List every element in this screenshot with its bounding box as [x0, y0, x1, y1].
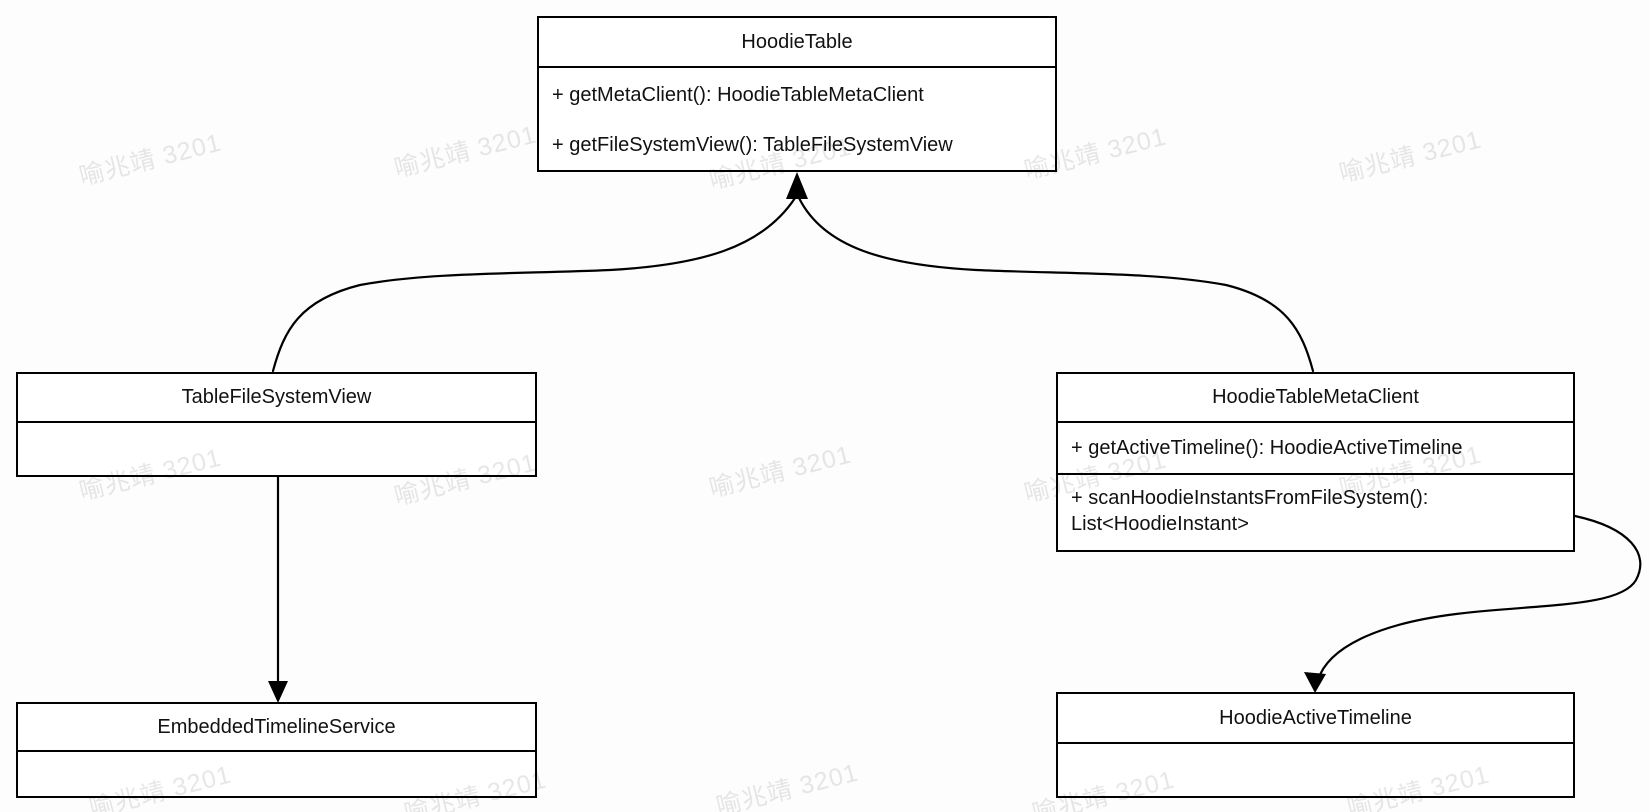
edge-tablefilesystemview-to-hoodietable — [271, 196, 797, 373]
class-method: + scanHoodieInstantsFromFileSystem(): Li… — [1071, 487, 1429, 535]
arrowhead-into-hoodieactivetimeline — [1304, 672, 1326, 693]
class-box-embedded-timeline-service: EmbeddedTimelineService — [16, 702, 537, 798]
class-box-table-file-system-view: TableFileSystemView — [16, 372, 537, 477]
class-box-hoodie-active-timeline: HoodieActiveTimeline — [1056, 692, 1575, 798]
class-title-embedded-timeline-service: EmbeddedTimelineService — [18, 704, 535, 752]
class-empty-compartment — [18, 423, 535, 475]
class-title-hoodie-active-timeline: HoodieActiveTimeline — [1058, 694, 1573, 744]
edge-hoodietablemetaclient-to-hoodieactivetimeline — [1316, 514, 1642, 682]
class-box-hoodie-table-meta-client: HoodieTableMetaClient + getActiveTimelin… — [1056, 372, 1575, 552]
class-method: + getFileSystemView(): TableFileSystemVi… — [552, 133, 953, 156]
class-empty-compartment — [1058, 744, 1573, 796]
class-method: + getActiveTimeline(): HoodieActiveTimel… — [1058, 423, 1573, 475]
arrowhead-into-embeddedtimelineservice — [268, 681, 288, 703]
class-empty-compartment — [18, 752, 535, 796]
class-method: + getMetaClient(): HoodieTableMetaClient — [552, 83, 924, 106]
class-title-table-file-system-view: TableFileSystemView — [18, 374, 535, 423]
class-title-hoodie-table: HoodieTable — [539, 18, 1055, 68]
class-box-hoodie-table: HoodieTable + getMetaClient(): HoodieTab… — [537, 16, 1057, 172]
class-title-hoodie-table-meta-client: HoodieTableMetaClient — [1058, 374, 1573, 423]
edge-hoodietablemetaclient-to-hoodietable — [797, 196, 1315, 373]
arrowhead-into-hoodietable — [786, 172, 808, 199]
